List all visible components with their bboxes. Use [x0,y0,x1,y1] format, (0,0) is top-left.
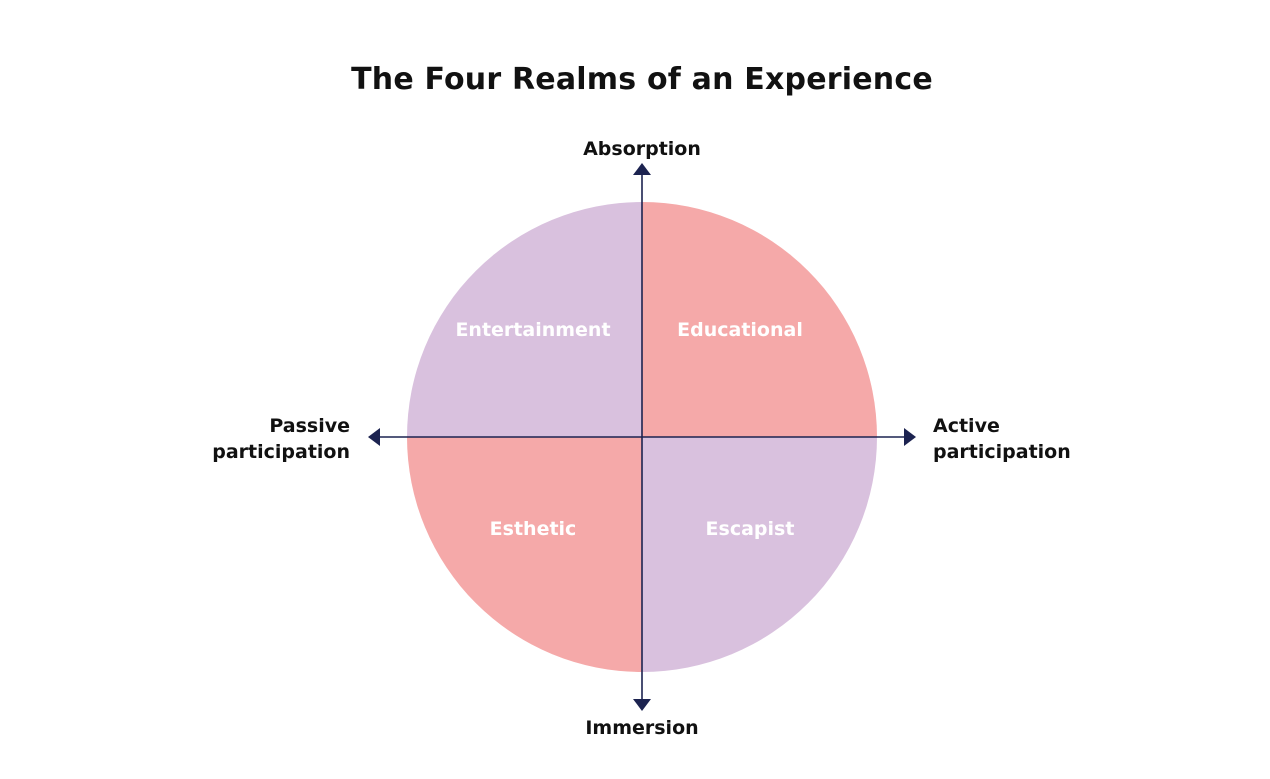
axis-label-passive-line-1: Passive [269,415,350,437]
axis-label-immersion: Immersion [585,717,699,739]
axis-label-passive-line-2: participation [212,441,350,463]
quadrant-label-esthetic: Esthetic [489,518,577,540]
diagram-title: The Four Realms of an Experience [351,62,933,97]
arrow-up-icon [633,163,651,175]
axis-label-passive-participation: Passive participation [150,413,350,465]
axis-label-active-line-1: Active [933,415,1000,437]
quadrant-label-educational: Educational [677,319,803,341]
quadrant-escapist [642,437,877,672]
quadrant-label-escapist: Escapist [705,518,795,540]
quadrant-label-entertainment: Entertainment [455,319,611,341]
axis-label-absorption: Absorption [583,138,701,160]
quadrant-entertainment [407,202,642,437]
quadrant-educational [642,202,877,437]
arrow-left-icon [368,428,380,446]
arrow-right-icon [904,428,916,446]
arrow-down-icon [633,699,651,711]
axis-label-active-line-2: participation [933,441,1071,463]
quadrant-esthetic [407,437,642,672]
axis-label-active-participation: Active participation [933,413,1153,465]
